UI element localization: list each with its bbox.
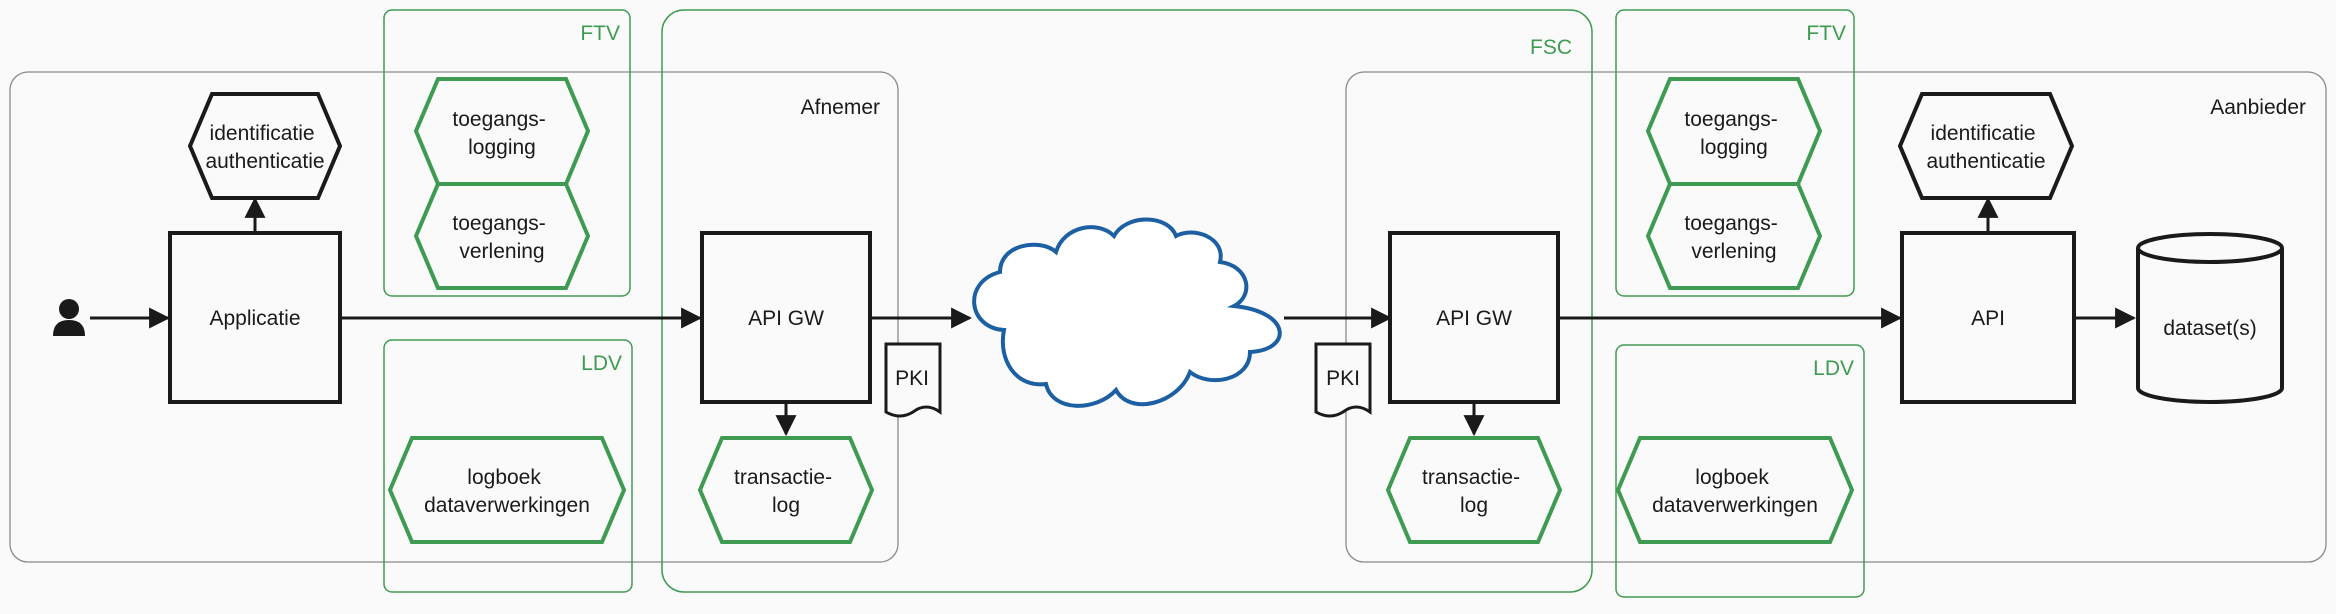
apigw-right-label: API GW	[1436, 307, 1512, 330]
apigw-left-label: API GW	[748, 307, 824, 330]
toegangsverlening-right-label: toegangs- verlening	[1684, 212, 1783, 263]
cloud-icon	[972, 217, 1282, 408]
toegangslogging-left-line2: logging	[468, 136, 536, 159]
toegangsverlening-left-line2: verlening	[459, 240, 544, 263]
toegangslogging-left-hexagon	[413, 77, 591, 186]
transactielog-right-line1: transactie-	[1422, 466, 1520, 489]
applicatie-box	[168, 231, 342, 404]
toegangslogging-right-line1: toegangs-	[1684, 108, 1777, 131]
pki-left-document-icon	[884, 342, 942, 418]
logboek-right-line1: logboek	[1695, 466, 1769, 489]
ftv-left-region	[383, 9, 631, 297]
ldv-right-label: LDV	[1813, 357, 1854, 380]
ldv-left-label: LDV	[581, 352, 622, 375]
ident-left-label: identificatie authenticatie	[205, 122, 324, 173]
pki-right-label: PKI	[1326, 367, 1360, 390]
toegangsverlening-right-hexagon	[1645, 182, 1823, 290]
logboek-right-hexagon	[1615, 436, 1855, 544]
ftv-left-label: FTV	[580, 22, 620, 45]
ident-left-line2: authenticatie	[205, 150, 324, 173]
ident-right-line1: identificatie	[1931, 122, 2036, 145]
toegangslogging-right-line2: logging	[1700, 136, 1768, 159]
toegangsverlening-left-label: toegangs- verlening	[452, 212, 551, 263]
transactielog-left-label: transactie- log	[734, 466, 838, 517]
pki-right-document-icon	[1314, 342, 1372, 418]
ident-right-line2: authenticatie	[1926, 150, 2045, 173]
logboek-right-label: logboek dataverwerkingen	[1652, 466, 1818, 517]
toegangslogging-left-line1: toegangs-	[452, 108, 545, 131]
toegangsverlening-left-hexagon	[413, 182, 591, 290]
fsc-label: FSC	[1530, 36, 1572, 59]
toegangslogging-right-label: toegangs- logging	[1684, 108, 1783, 159]
api-label: API	[1971, 307, 2005, 330]
transactielog-right-label: transactie- log	[1422, 466, 1526, 517]
apigw-left-box	[700, 231, 872, 404]
fsc-region	[661, 9, 1593, 593]
transactielog-right-line2: log	[1460, 494, 1488, 517]
apigw-right-box	[1388, 231, 1560, 404]
ftv-right-label: FTV	[1806, 22, 1846, 45]
logboek-right-line2: dataverwerkingen	[1652, 494, 1818, 517]
ident-right-hexagon	[1897, 92, 2075, 200]
transactielog-left-line2: log	[772, 494, 800, 517]
dataset-database-icon	[2136, 232, 2284, 404]
pki-left-label: PKI	[895, 367, 929, 390]
toegangsverlening-left-line1: toegangs-	[452, 212, 545, 235]
aanbieder-label: Aanbieder	[2210, 96, 2306, 119]
api-box	[1900, 231, 2076, 404]
logboek-left-line1: logboek	[467, 466, 541, 489]
ftv-right-region	[1615, 9, 1855, 297]
ident-right-label: identificatie authenticatie	[1926, 122, 2045, 173]
ident-left-hexagon	[187, 92, 343, 200]
dataset-label: dataset(s)	[2163, 317, 2256, 340]
user-icon	[53, 299, 85, 336]
applicatie-label: Applicatie	[209, 307, 300, 330]
ldv-left-region	[383, 339, 633, 593]
transactielog-left-line1: transactie-	[734, 466, 832, 489]
logboek-left-hexagon	[387, 436, 627, 544]
toegangslogging-left-label: toegangs- logging	[452, 108, 551, 159]
toegangsverlening-right-line1: toegangs-	[1684, 212, 1777, 235]
transactielog-right-hexagon	[1385, 436, 1563, 544]
ident-left-line1: identificatie	[210, 122, 315, 145]
ldv-right-region	[1615, 344, 1865, 598]
toegangsverlening-right-line2: verlening	[1691, 240, 1776, 263]
logboek-left-label: logboek dataverwerkingen	[424, 466, 590, 517]
toegangslogging-right-hexagon	[1645, 77, 1823, 186]
transactielog-left-hexagon	[697, 436, 875, 544]
afnemer-label: Afnemer	[801, 96, 880, 119]
logboek-left-line2: dataverwerkingen	[424, 494, 590, 517]
